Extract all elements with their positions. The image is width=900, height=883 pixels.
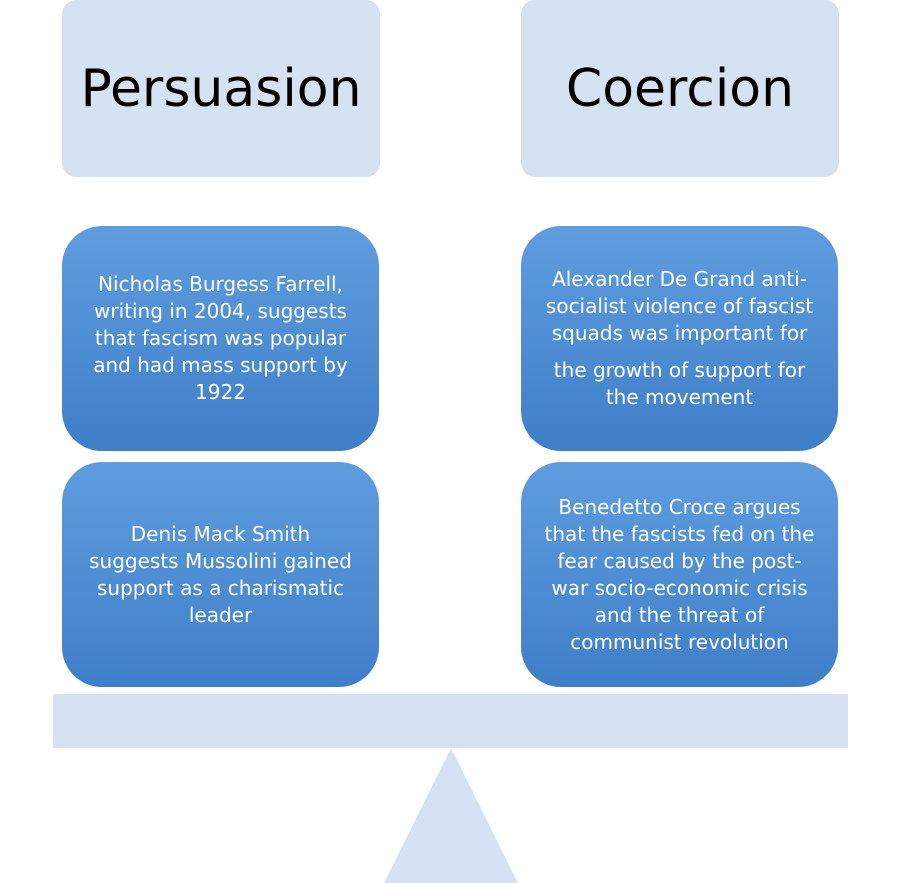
coercion-card-croce: Benedetto Croce argues that the fascists… xyxy=(521,462,838,687)
balance-beam xyxy=(53,694,848,748)
coercion-card-croce-text: Benedetto Croce argues that the fascists… xyxy=(544,494,815,654)
persuasion-card-mack-smith: Denis Mack Smith suggests Mussolini gain… xyxy=(62,462,379,687)
persuasion-header: Persuasion xyxy=(62,0,380,177)
persuasion-card-farrell: Nicholas Burgess Farrell, writing in 200… xyxy=(62,226,379,451)
coercion-card-de-grand-text-2: the growth of support for the movement xyxy=(553,358,806,409)
coercion-card-de-grand-text-1: Alexander De Grand anti-socialist violen… xyxy=(545,267,814,345)
coercion-card-de-grand: Alexander De Grand anti-socialist violen… xyxy=(521,226,838,451)
fulcrum-triangle xyxy=(384,748,518,883)
persuasion-card-farrell-text: Nicholas Burgess Farrell, writing in 200… xyxy=(93,272,348,404)
balance-fulcrum xyxy=(384,748,518,883)
persuasion-card-mack-smith-text: Denis Mack Smith suggests Mussolini gain… xyxy=(89,521,352,627)
coercion-header: Coercion xyxy=(521,0,839,177)
